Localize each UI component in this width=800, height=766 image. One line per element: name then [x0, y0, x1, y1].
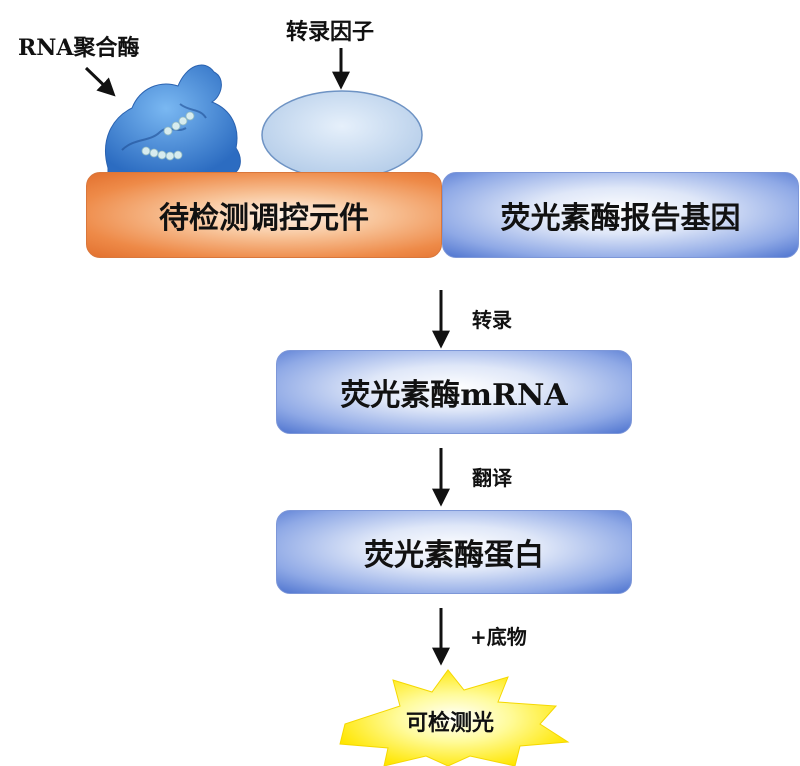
translation-step-label: 翻译	[472, 466, 512, 490]
light-starburst-shape	[339, 669, 570, 766]
rna-polymerase-label: RNA聚合酶	[18, 35, 140, 61]
regulatory-element-label: 待检测调控元件	[159, 201, 369, 236]
transcription-factor-label: 转录因子	[286, 20, 375, 45]
polymerase-pointer-arrow	[84, 66, 116, 97]
substrate-step-label: +底物	[470, 625, 527, 649]
rna-polymerase-icon	[104, 64, 241, 175]
luciferase-mrna-label: 荧光素酶mRNA	[340, 378, 568, 413]
luciferase-reporter-gene-label: 荧光素酶报告基因	[500, 201, 741, 236]
transcription-factor-shape	[261, 90, 423, 180]
detectable-light-label: 可检测光	[405, 711, 494, 736]
regulatory-element-box: 待检测调控元件	[86, 172, 442, 258]
luciferase-mrna-box: 荧光素酶mRNA	[276, 350, 632, 434]
luciferase-protein-label: 荧光素酶蛋白	[364, 538, 544, 573]
luciferase-reporter-gene-box: 荧光素酶报告基因	[442, 172, 799, 258]
luciferase-protein-box: 荧光素酶蛋白	[276, 510, 632, 594]
transcription-step-label: 转录	[472, 308, 512, 332]
